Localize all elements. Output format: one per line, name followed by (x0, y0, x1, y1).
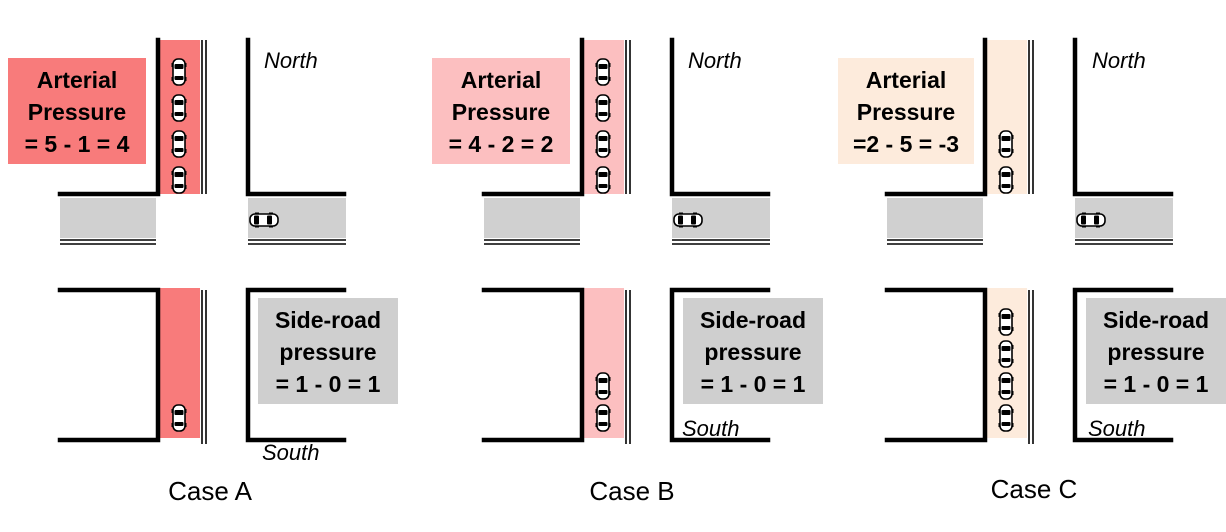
side-road-pressure-text: pressure (1107, 339, 1204, 365)
side-road-pressure-box (683, 298, 823, 404)
arterial-pressure-box (432, 58, 570, 164)
se-curb (245, 287, 347, 443)
arterial-pressure-text: = 5 - 1 = 4 (25, 131, 130, 157)
arterial-pressure-text: =2 - 5 = -3 (853, 131, 959, 157)
side-road-pressure-text: pressure (279, 339, 376, 365)
south-queue-car (997, 308, 1015, 336)
north-queue-car (997, 130, 1015, 158)
south-label: South (262, 440, 320, 465)
side-road-car (249, 211, 279, 229)
north-queue-car (170, 58, 188, 86)
north-queue-car (594, 130, 612, 158)
north-queue-car (997, 166, 1015, 194)
north-queue-car (170, 94, 188, 122)
north-queue-car (170, 130, 188, 158)
side-road-pressure-text: Side-road (1103, 307, 1209, 333)
arterial-pressure-box (838, 58, 974, 164)
arterial-pressure-text: Pressure (28, 99, 126, 125)
arterial-pressure-text: Pressure (857, 99, 955, 125)
arterial-pressure-text: = 4 - 2 = 2 (449, 131, 554, 157)
case-label: Case C (991, 474, 1078, 504)
side-road-pressure-text: = 1 - 0 = 1 (701, 371, 806, 397)
arterial-pressure-text: Arterial (461, 67, 542, 93)
north-label: North (688, 48, 742, 73)
nw-curb (481, 37, 585, 197)
south-queue-car (170, 404, 188, 432)
ne-curb (1072, 37, 1174, 197)
side-road-car (673, 211, 703, 229)
north-label: North (1092, 48, 1146, 73)
arterial-pressure-text: Arterial (37, 67, 118, 93)
nw-curb (884, 37, 988, 197)
north-label: North (264, 48, 318, 73)
sw-curb (884, 287, 988, 443)
case-label: Case A (168, 476, 252, 506)
north-queue-car (594, 58, 612, 86)
sw-curb (57, 287, 161, 443)
arterial-pressure-text: Arterial (866, 67, 947, 93)
side-road-pressure-text: Side-road (275, 307, 381, 333)
west-road-fill (887, 198, 983, 238)
south-queue-car (997, 404, 1015, 432)
side-road-pressure-text: = 1 - 0 = 1 (276, 371, 381, 397)
south-queue-car (997, 372, 1015, 400)
south-label: South (682, 416, 740, 441)
case-label: Case B (589, 476, 674, 506)
side-road-pressure-text: = 1 - 0 = 1 (1104, 371, 1209, 397)
west-road-fill (484, 198, 580, 238)
south-queue-car (594, 372, 612, 400)
arterial-pressure-box (8, 58, 146, 164)
arterial-pressure-text: Pressure (452, 99, 550, 125)
side-road-pressure-text: Side-road (700, 307, 806, 333)
north-queue-car (594, 166, 612, 194)
west-road-fill (60, 198, 156, 238)
north-queue-car (170, 166, 188, 194)
side-road-pressure-box (258, 298, 398, 404)
side-road-car (1076, 211, 1106, 229)
north-queue-car (594, 94, 612, 122)
south-queue-car (997, 340, 1015, 368)
nw-curb (57, 37, 161, 197)
se-curb (1072, 287, 1174, 443)
ne-curb (669, 37, 771, 197)
side-road-pressure-box (1086, 298, 1226, 404)
south-queue-car (594, 404, 612, 432)
ne-curb (245, 37, 347, 197)
side-road-pressure-text: pressure (704, 339, 801, 365)
south-label: South (1088, 416, 1146, 441)
se-curb (669, 287, 771, 443)
sw-curb (481, 287, 585, 443)
